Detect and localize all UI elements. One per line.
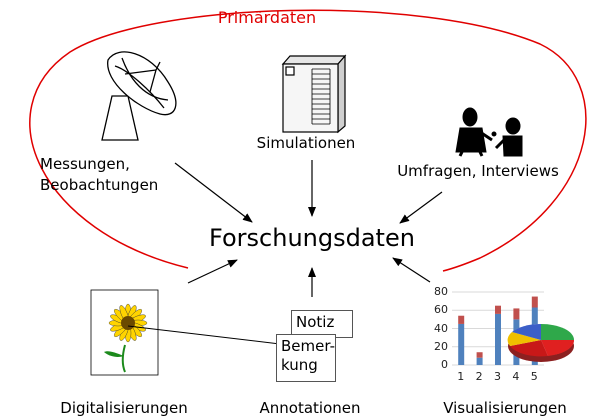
- bar-segment: [495, 305, 501, 314]
- note-text: Notiz: [296, 313, 335, 331]
- bar-segment: [476, 352, 483, 358]
- annotations-label: Annotationen: [259, 399, 361, 417]
- pie-chart-icon: [507, 323, 575, 362]
- digitization-label: Digitalisierungen: [60, 399, 188, 417]
- bar-segment: [513, 308, 520, 320]
- x-tick-label: 4: [512, 370, 520, 383]
- bar-segment: [495, 313, 501, 365]
- measurements-label-line1: Messungen,: [40, 155, 130, 173]
- remark-text-line1: Bemer-: [281, 337, 335, 355]
- y-tick-label: 40: [434, 321, 448, 335]
- visualizations-label: Visualisierungen: [443, 399, 567, 417]
- arrow-surveys: [399, 191, 443, 224]
- y-tick-label: 20: [434, 339, 448, 353]
- remark-text-line2: kung: [281, 356, 318, 374]
- server-icon: [281, 54, 347, 134]
- interview-icon: [455, 107, 523, 157]
- y-tick-label: 80: [434, 285, 448, 298]
- x-tick-label: 2: [475, 370, 483, 383]
- x-tick-label: 3: [494, 370, 501, 383]
- bar-segment: [476, 357, 483, 365]
- research-data-label: Forschungsdaten: [209, 224, 415, 252]
- bar-segment: [531, 296, 538, 308]
- y-tick-label: 60: [434, 303, 448, 317]
- surveys-label: Umfragen, Interviews: [397, 162, 559, 180]
- arrow-digitization: [187, 259, 238, 284]
- sunflower-icon: [90, 289, 159, 376]
- x-tick-label: 5: [530, 370, 538, 383]
- annotation-link: [127, 325, 281, 345]
- measurements-label-line2: Beobachtungen: [40, 176, 159, 194]
- y-tick-label: 0: [441, 358, 448, 371]
- arrow-visualizations: [392, 257, 431, 283]
- satellite-dish-icon: [101, 51, 177, 141]
- bar-segment: [458, 323, 465, 365]
- x-tick-label: 1: [457, 370, 465, 383]
- bar-segment: [458, 315, 465, 324]
- primary-data-title: Primärdaten: [217, 8, 317, 27]
- bar-chart: [452, 291, 575, 366]
- note-card: Notiz: [291, 310, 353, 338]
- primary-data-ellipse: [29, 9, 587, 272]
- simulations-label: Simulationen: [256, 134, 356, 152]
- arrow-measurements: [174, 162, 253, 223]
- remark-card: Bemer- kung: [276, 334, 336, 382]
